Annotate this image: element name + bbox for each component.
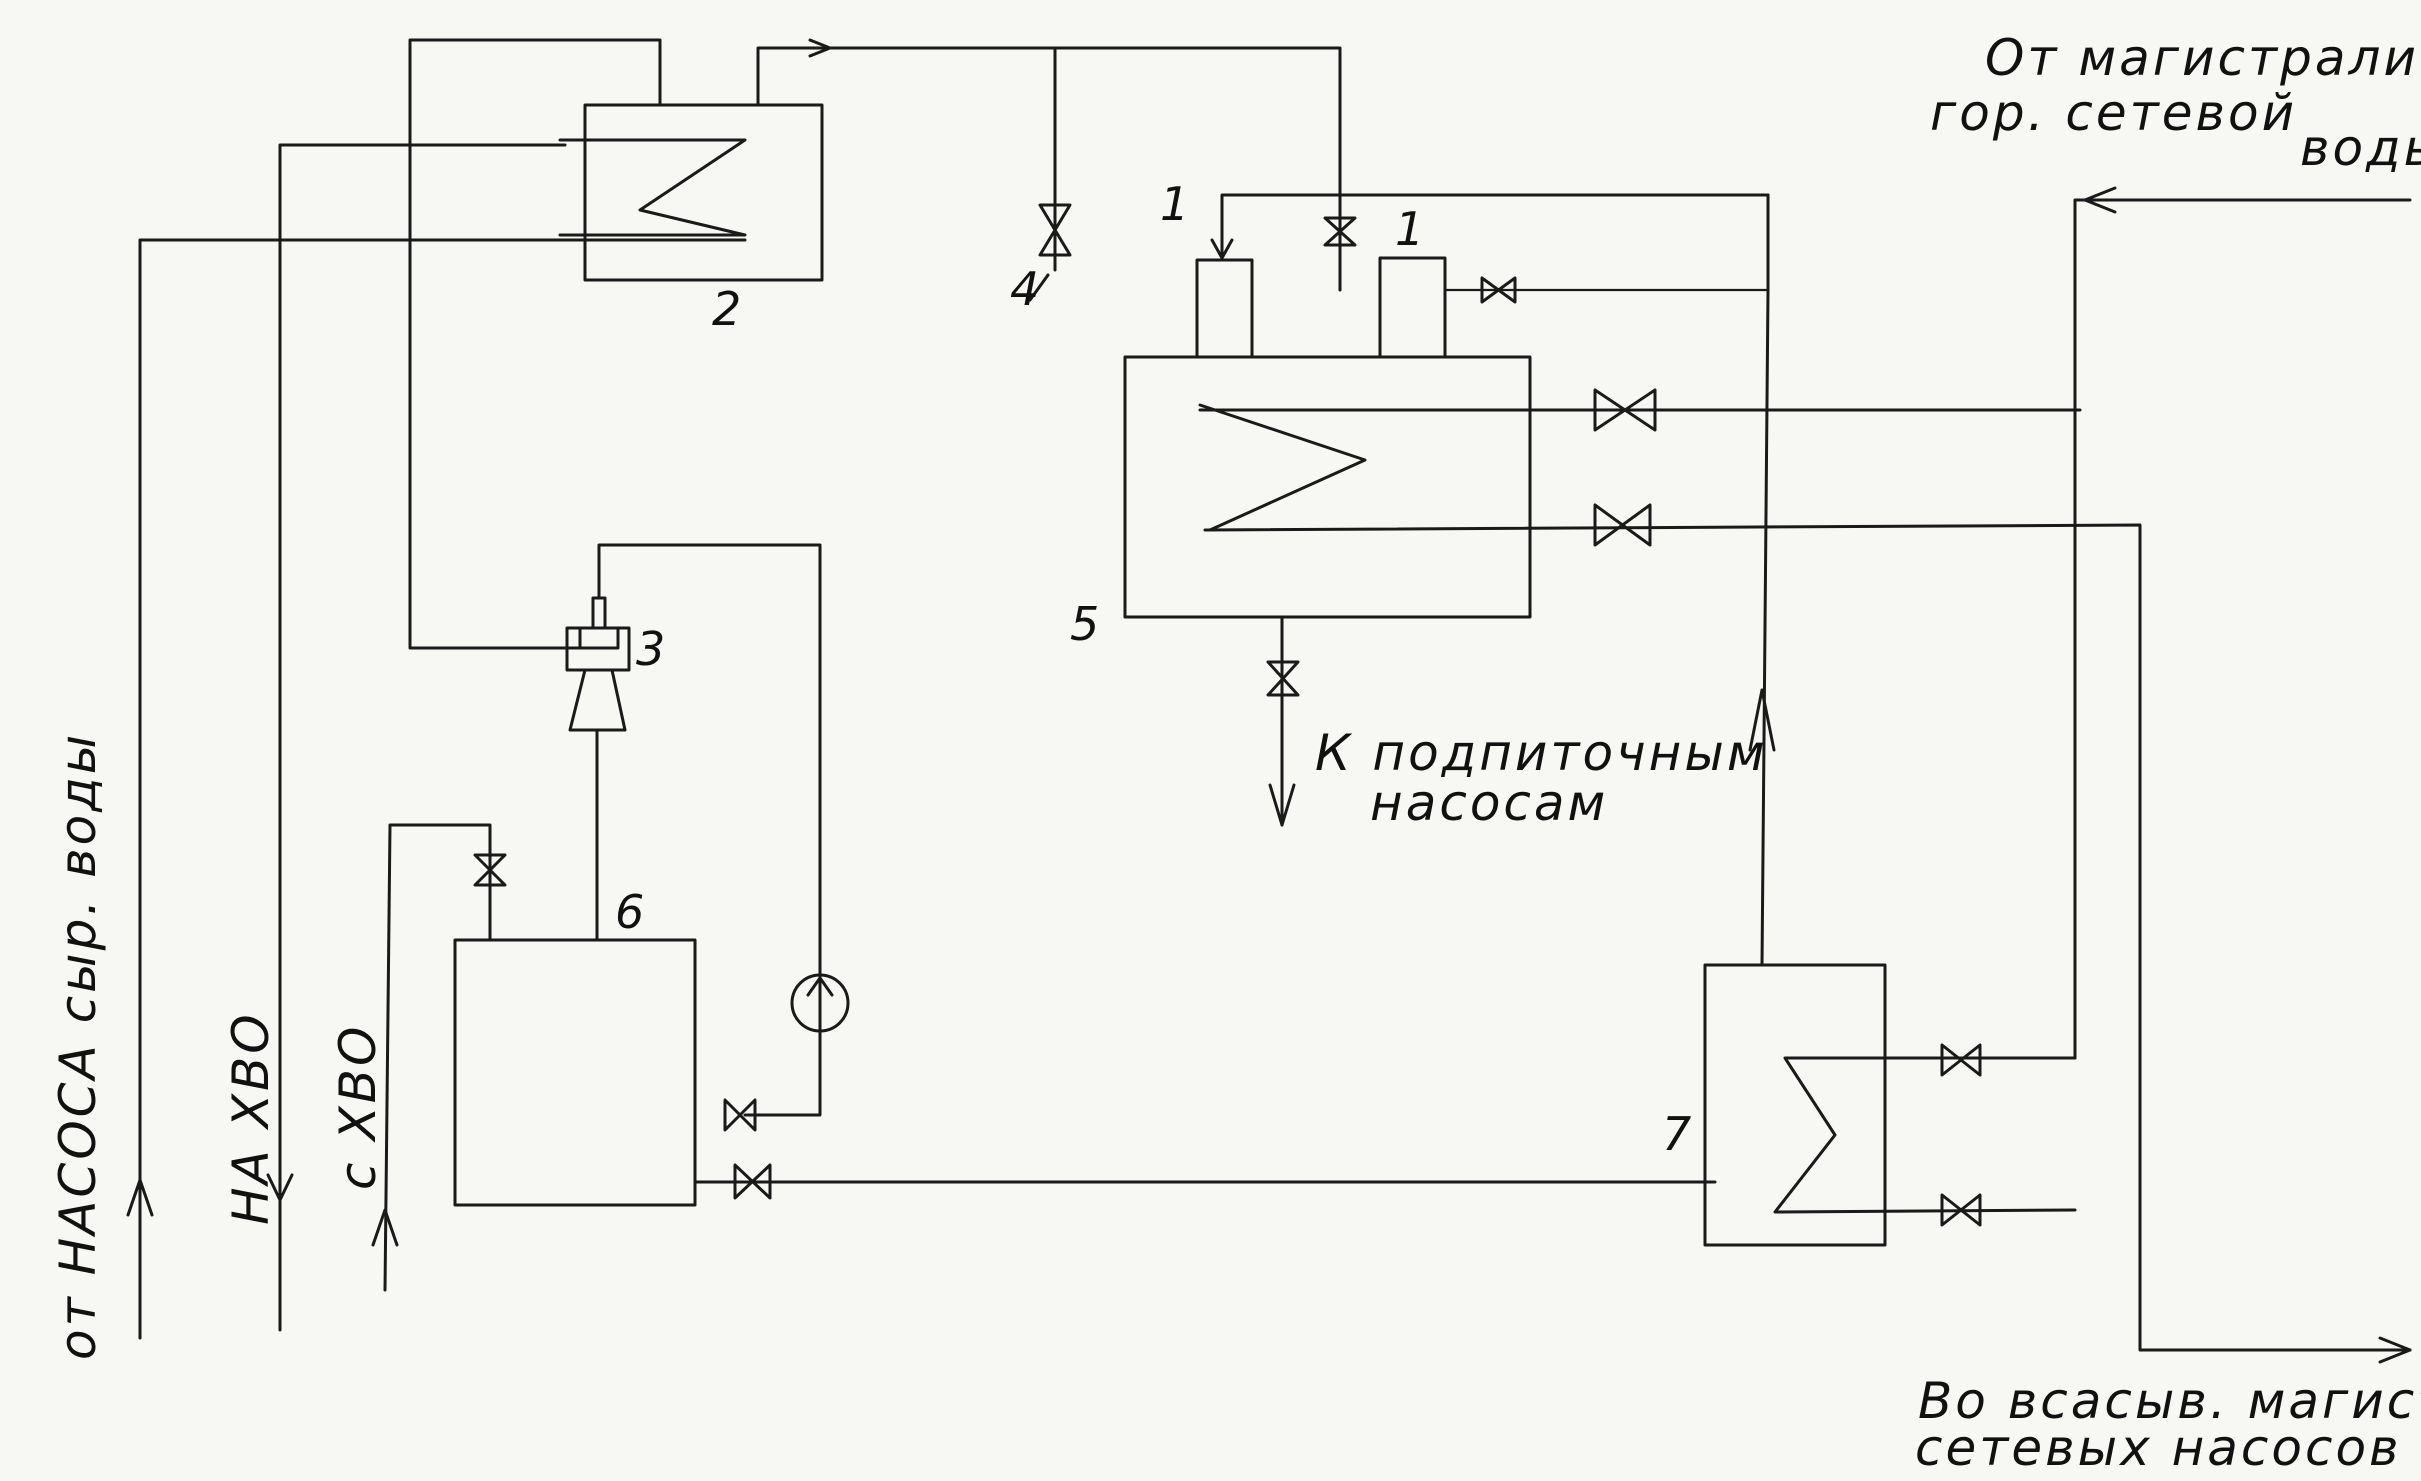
- pipe-hx7-to-header: [1760, 193, 1770, 967]
- tank-6: [453, 938, 697, 1207]
- label-from-main-line1: От магистрали: [1985, 29, 2419, 87]
- valve-column-right: [1480, 276, 1517, 304]
- deaerator-5: [1123, 256, 1532, 619]
- pipe-header-to-column-left: [1220, 193, 1770, 260]
- label-tank-6: 6: [615, 885, 644, 939]
- label-from-raw-pump: от НАСОСА сыр. воды: [49, 732, 107, 1360]
- arrow-hx7-up: [1748, 688, 1776, 752]
- label-from-hvo: с ХВО: [329, 1024, 387, 1190]
- label-from-main-line2: гор. сетевой: [1930, 84, 2297, 142]
- arrow-main-supply: [2083, 186, 2117, 214]
- label-to-hvo: НА ХВО: [222, 1011, 280, 1225]
- pump-recirculation: [790, 973, 850, 1033]
- label-column-1-left: 1: [1160, 177, 1189, 231]
- heat-exchanger-7: [1703, 963, 2077, 1247]
- arrow-suction: [2378, 1336, 2412, 1364]
- vent-branch-4: [1028, 46, 1072, 302]
- arrow-makeup-pumps: [1268, 783, 1296, 827]
- arrow-raw-water: [126, 1178, 154, 1217]
- ejector-3: [565, 543, 822, 1117]
- label-deaerator-5: 5: [1070, 597, 1099, 651]
- valve-header-column: [1323, 216, 1357, 247]
- label-valve-4: 4: [1010, 262, 1039, 316]
- label-ejector-3: 3: [636, 622, 665, 676]
- label-column-1-right: 1: [1395, 202, 1424, 256]
- arrow-from-hvo: [371, 1208, 399, 1247]
- label-to-makeup-line1: К подпиточным: [1315, 724, 1768, 782]
- label-hx-2: 2: [712, 282, 741, 336]
- arrow-to-hvo: [266, 1173, 294, 1202]
- label-hx-7: 7: [1662, 1107, 1691, 1161]
- arrow-column-left: [1210, 238, 1234, 260]
- pipe-deaerator-heating-out: [1203, 523, 2412, 1352]
- valve-deaerator-upper: [1593, 388, 1657, 432]
- valve-tank6-lower: [733, 1163, 772, 1200]
- label-to-suction-line1: Во всасыв. магистраль: [1918, 1372, 2421, 1430]
- valve-tank6-upper: [723, 1098, 757, 1132]
- pipe-from-hvo: [383, 823, 492, 1292]
- valve-hx7-lower: [1940, 1193, 1982, 1227]
- label-from-main-line3: воды: [2300, 119, 2421, 177]
- pipe-raw-water-in: [138, 238, 747, 1340]
- label-to-makeup-line2: насосам: [1370, 774, 1608, 832]
- valve-hx7-upper: [1940, 1043, 1982, 1077]
- arrow-top-header: [808, 38, 832, 58]
- valve-deaerator-lower: [1593, 503, 1652, 547]
- valve-hvo-inlet: [473, 853, 507, 887]
- heat-exchanger-2: [558, 103, 824, 282]
- valve-deaerator-drain: [1266, 660, 1300, 697]
- pipe-hx2-top-header: [756, 46, 1342, 292]
- pipe-main-supply: [2073, 198, 2412, 1060]
- label-to-suction-line2: сетевых насосов: [1915, 1419, 2402, 1477]
- pipe-to-hvo: [278, 143, 567, 1332]
- pipe-ejector-to-hx2: [408, 38, 662, 650]
